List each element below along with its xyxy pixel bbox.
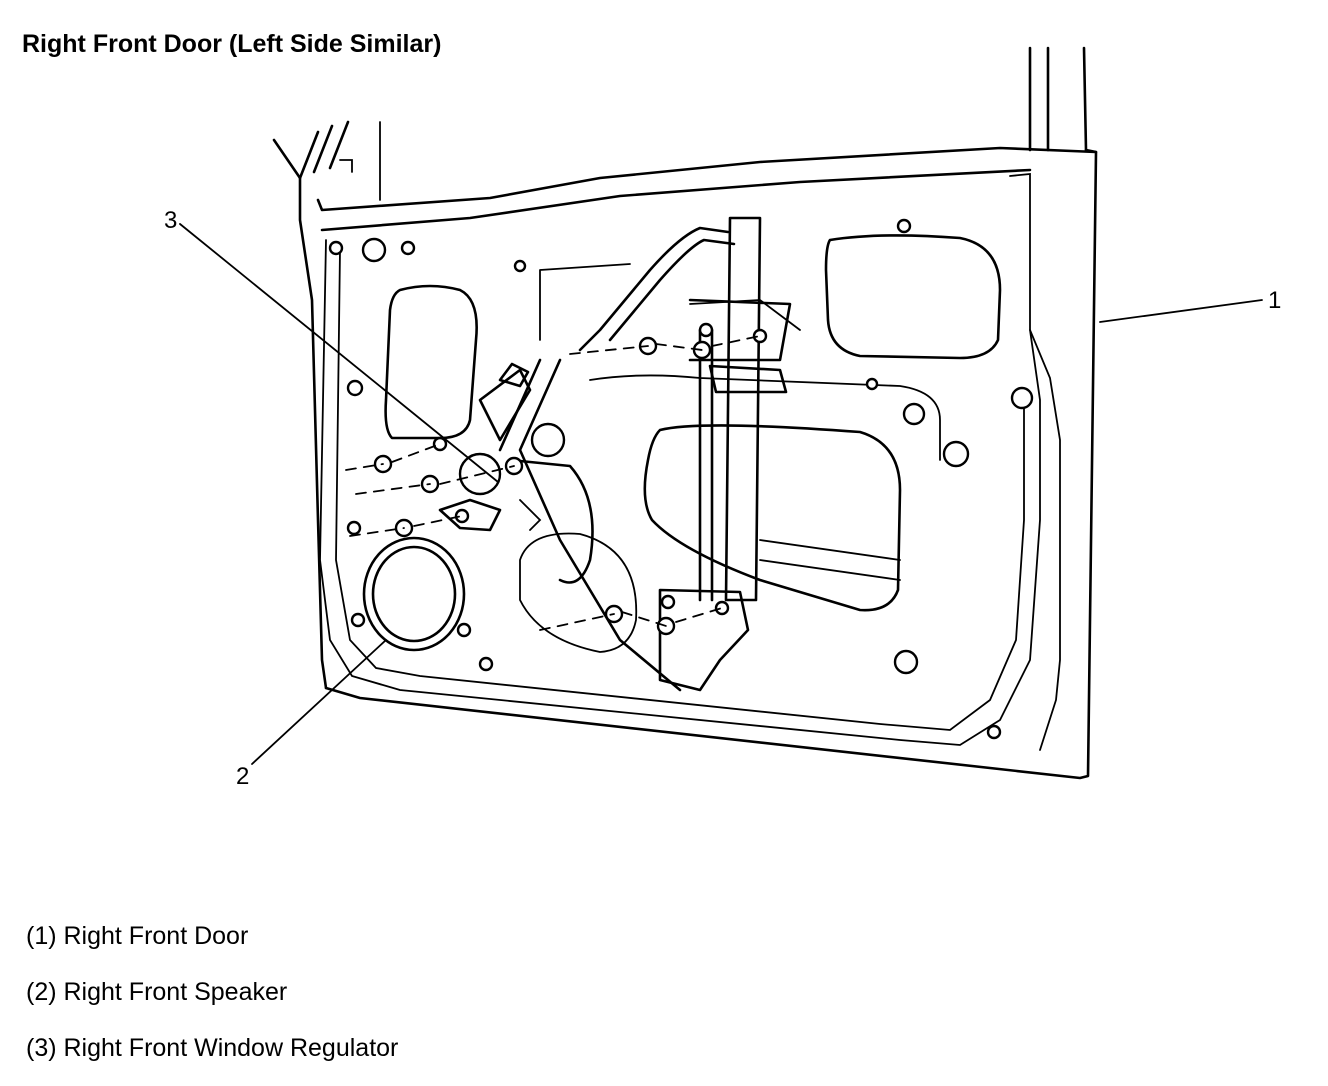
diagram-title: Right Front Door (Left Side Similar) <box>22 30 442 58</box>
mounting-holes <box>328 218 1034 740</box>
callout-3: 3 <box>164 207 177 234</box>
leader-lines <box>179 223 1263 765</box>
door-frame <box>272 46 1098 780</box>
fasteners <box>345 322 768 636</box>
legend-item: (2) Right Front Speaker <box>26 978 288 1006</box>
legend: (1) Right Front Door (2) Right Front Spe… <box>26 918 398 1086</box>
callout-2: 2 <box>236 763 249 790</box>
legend-item: (1) Right Front Door <box>26 922 249 950</box>
speaker <box>362 536 466 652</box>
leader-line-1 <box>1099 299 1263 323</box>
access-openings <box>384 234 1002 653</box>
callout-1: 1 <box>1268 287 1281 314</box>
legend-item: (3) Right Front Window Regulator <box>26 1034 399 1062</box>
leader-line-2 <box>251 639 387 765</box>
leader-line-3 <box>179 223 499 483</box>
